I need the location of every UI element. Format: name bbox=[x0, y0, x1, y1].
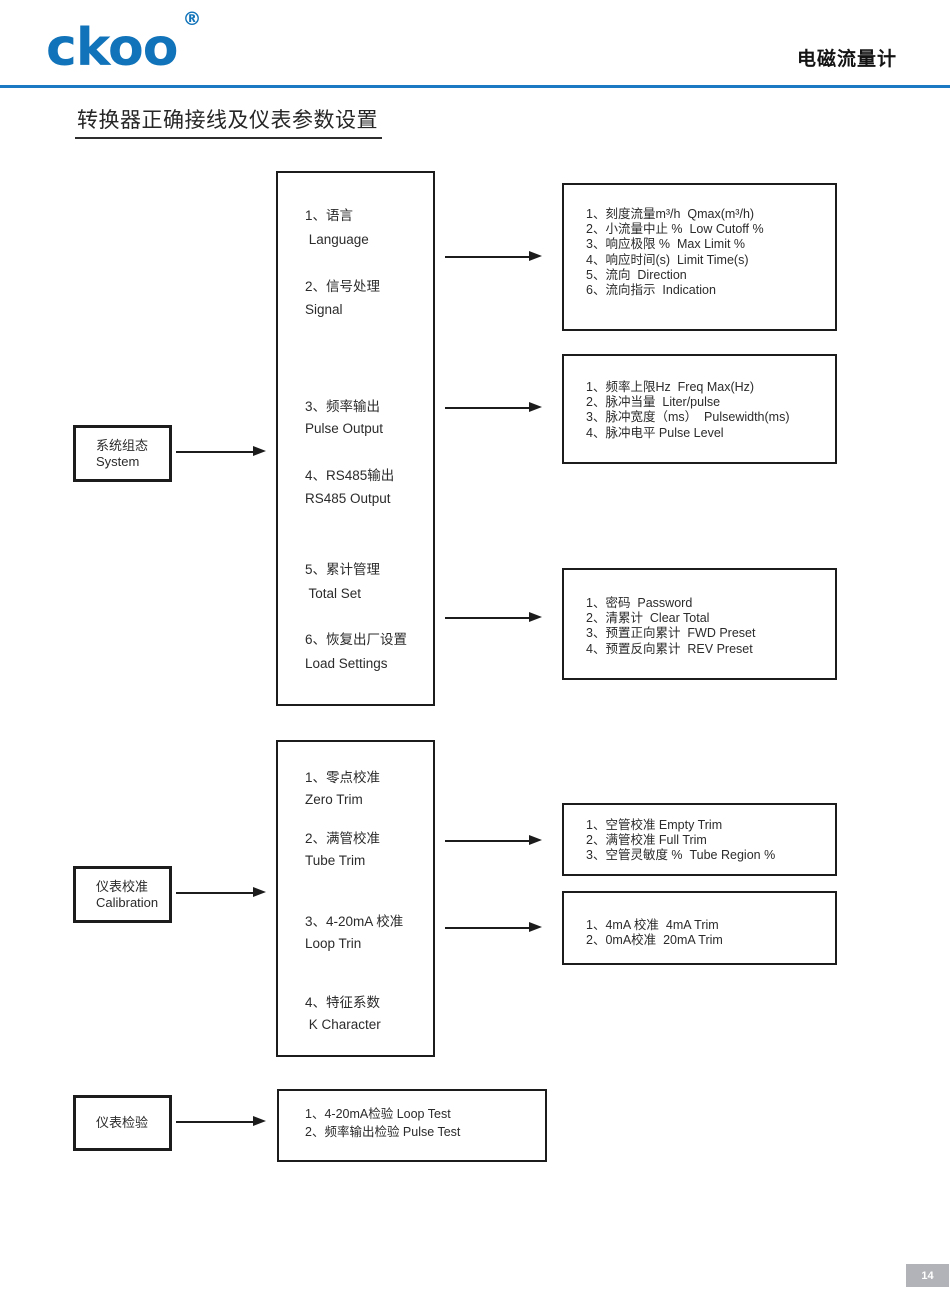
arrow-menu-to-tube-detail bbox=[445, 835, 542, 845]
arrow-menu-to-signal-detail bbox=[445, 251, 542, 261]
signal-detail-box: 1、刻度流量m³/h Qmax(m³/h) 2、小流量中止 % Low Cuto… bbox=[562, 183, 837, 331]
menu-item: K Character bbox=[305, 1017, 381, 1032]
menu-item: Loop Trin bbox=[305, 936, 362, 951]
arrow-check-to-test bbox=[176, 1116, 266, 1126]
arrow-system-to-menu bbox=[176, 446, 266, 456]
test-detail-box: 1、4-20mA检验 Loop Test 2、频率输出检验 Pulse Test bbox=[277, 1089, 547, 1162]
menu-item: 5、累计管理 bbox=[305, 562, 381, 577]
arrow-menu-to-pulse-detail bbox=[445, 402, 542, 412]
menu-item: 4、RS485输出 bbox=[305, 468, 395, 483]
arrow-menu-to-total-detail bbox=[445, 612, 542, 622]
detail-line: 3、空管灵敏度 % Tube Region % bbox=[586, 848, 776, 863]
detail-line: 1、刻度流量m³/h Qmax(m³/h) bbox=[586, 207, 755, 221]
page-title: 转换器正确接线及仪表参数设置 bbox=[75, 104, 382, 139]
menu-item: Load Settings bbox=[305, 656, 388, 671]
detail-line: 3、预置正向累计 FWD Preset bbox=[586, 626, 756, 641]
check-label-cn: 仪表检验 bbox=[96, 1115, 149, 1130]
detail-line: 2、频率输出检验 Pulse Test bbox=[305, 1124, 461, 1139]
detail-line: 5、流向 Direction bbox=[586, 267, 687, 282]
arrow-menu-to-loop-detail bbox=[445, 922, 542, 932]
menu-item: 4、特征系数 bbox=[305, 995, 381, 1010]
detail-line: 1、4-20mA检验 Loop Test bbox=[305, 1107, 451, 1121]
check-box: 仪表检验 bbox=[73, 1095, 172, 1151]
detail-line: 2、清累计 Clear Total bbox=[586, 611, 710, 626]
system-config-label-cn: 系统组态 bbox=[96, 437, 149, 453]
detail-line: 3、脉冲宽度（ms） Pulsewidth(ms) bbox=[586, 410, 790, 425]
detail-line: 3、响应极限 % Max Limit % bbox=[586, 237, 746, 252]
menu-item: 2、信号处理 bbox=[305, 279, 381, 294]
calibration-menu-box: 1、零点校准 Zero Trim 2、满管校准 Tube Trim 3、4-20… bbox=[276, 740, 435, 1057]
menu-item: Zero Trim bbox=[305, 792, 363, 807]
detail-line: 1、4mA 校准 4mA Trim bbox=[586, 918, 719, 932]
header-divider bbox=[0, 85, 950, 88]
calibration-box: 仪表校准 Calibration bbox=[73, 866, 172, 923]
calibration-label-en: Calibration bbox=[96, 894, 159, 910]
page-number: 14 bbox=[906, 1264, 949, 1287]
arrow-calibration-to-menu bbox=[176, 887, 266, 897]
calibration-label-cn: 仪表校准 bbox=[96, 878, 149, 894]
menu-item: 6、恢复出厂设置 bbox=[305, 632, 408, 647]
menu-item: Tube Trim bbox=[305, 853, 366, 868]
brand-logo: ckoo® bbox=[46, 8, 201, 78]
detail-line: 1、空管校准 Empty Trim bbox=[586, 818, 723, 832]
pulse-detail-box: 1、频率上限Hz Freq Max(Hz) 2、脉冲当量 Liter/pulse… bbox=[562, 354, 837, 464]
menu-item: 3、频率输出 bbox=[305, 399, 381, 414]
menu-item: 1、语言 bbox=[305, 208, 354, 223]
menu-item: Signal bbox=[305, 302, 343, 317]
total-detail-box: 1、密码 Password 2、清累计 Clear Total 3、预置正向累计… bbox=[562, 568, 837, 680]
menu-item: 3、4-20mA 校准 bbox=[305, 914, 404, 929]
system-config-label-en: System bbox=[96, 453, 140, 469]
menu-item: 1、零点校准 bbox=[305, 770, 381, 785]
tube-detail-box: 1、空管校准 Empty Trim 2、满管校准 Full Trim 3、空管灵… bbox=[562, 803, 837, 876]
menu-item: Total Set bbox=[305, 586, 362, 601]
menu-item: Pulse Output bbox=[305, 421, 384, 436]
detail-line: 1、密码 Password bbox=[586, 596, 693, 610]
registered-trademark-icon: ® bbox=[182, 7, 202, 30]
detail-line: 2、脉冲当量 Liter/pulse bbox=[586, 395, 721, 410]
detail-line: 4、脉冲电平 Pulse Level bbox=[586, 425, 724, 440]
detail-line: 4、预置反向累计 REV Preset bbox=[586, 641, 753, 656]
detail-line: 2、满管校准 Full Trim bbox=[586, 833, 707, 848]
detail-line: 1、频率上限Hz Freq Max(Hz) bbox=[586, 380, 755, 394]
menu-item: RS485 Output bbox=[305, 491, 391, 506]
detail-line: 2、小流量中止 % Low Cutoff % bbox=[586, 222, 764, 237]
brand-logo-text: ckoo bbox=[46, 18, 178, 78]
system-menu-box: 1、语言 Language 2、信号处理 Signal 3、频率输出 Pulse… bbox=[276, 171, 435, 706]
system-config-box: 系统组态 System bbox=[73, 425, 172, 482]
detail-line: 6、流向指示 Indication bbox=[586, 283, 716, 298]
menu-item: 2、满管校准 bbox=[305, 831, 381, 846]
menu-item: Language bbox=[305, 232, 369, 247]
loop-detail-box: 1、4mA 校准 4mA Trim 2、0mA校准 20mA Trim bbox=[562, 891, 837, 965]
detail-line: 2、0mA校准 20mA Trim bbox=[586, 933, 723, 948]
product-name: 电磁流量计 bbox=[796, 49, 897, 70]
detail-line: 4、响应时间(s) Limit Time(s) bbox=[586, 252, 749, 267]
